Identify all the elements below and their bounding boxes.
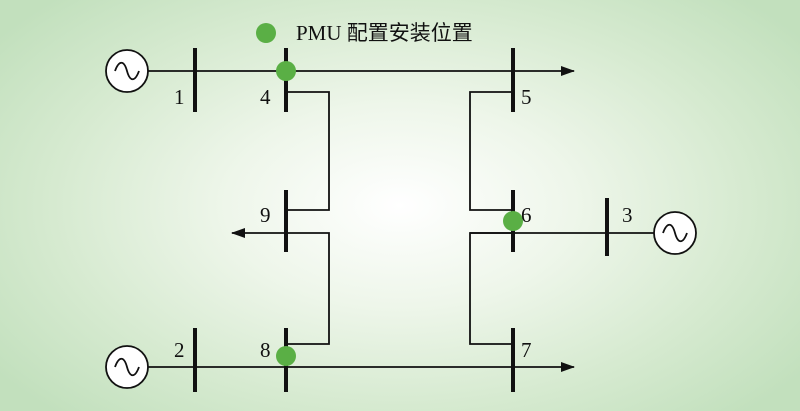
bus-label-9: 9 (260, 203, 271, 227)
bus-label-6: 6 (521, 203, 532, 227)
line-4-9 (286, 91, 330, 211)
legend-pmu-marker-icon (256, 23, 276, 43)
pmu-marker-bus-8 (276, 346, 296, 366)
pmu-marker-bus-6 (503, 211, 523, 231)
generator-1 (105, 49, 149, 93)
sine-wave-icon (114, 357, 140, 377)
pmu-marker-bus-4 (276, 61, 296, 81)
bus-label-5: 5 (521, 85, 532, 109)
bus-label-8: 8 (260, 338, 271, 362)
generator-3 (653, 211, 697, 255)
bus-label-2: 2 (174, 338, 185, 362)
line-5-6 (469, 91, 513, 211)
generator-2 (105, 345, 149, 389)
legend: PMU 配置安装位置 (256, 21, 473, 45)
bus-label-1: 1 (174, 85, 185, 109)
line-6-7 (469, 232, 513, 345)
line-9-8 (286, 232, 330, 345)
sine-wave-icon (114, 61, 140, 81)
sine-wave-icon (662, 223, 688, 243)
legend-label: PMU 配置安装位置 (296, 21, 473, 45)
bus-label-3: 3 (622, 203, 633, 227)
bus-label-4: 4 (260, 85, 271, 109)
bus-label-7: 7 (521, 338, 532, 362)
